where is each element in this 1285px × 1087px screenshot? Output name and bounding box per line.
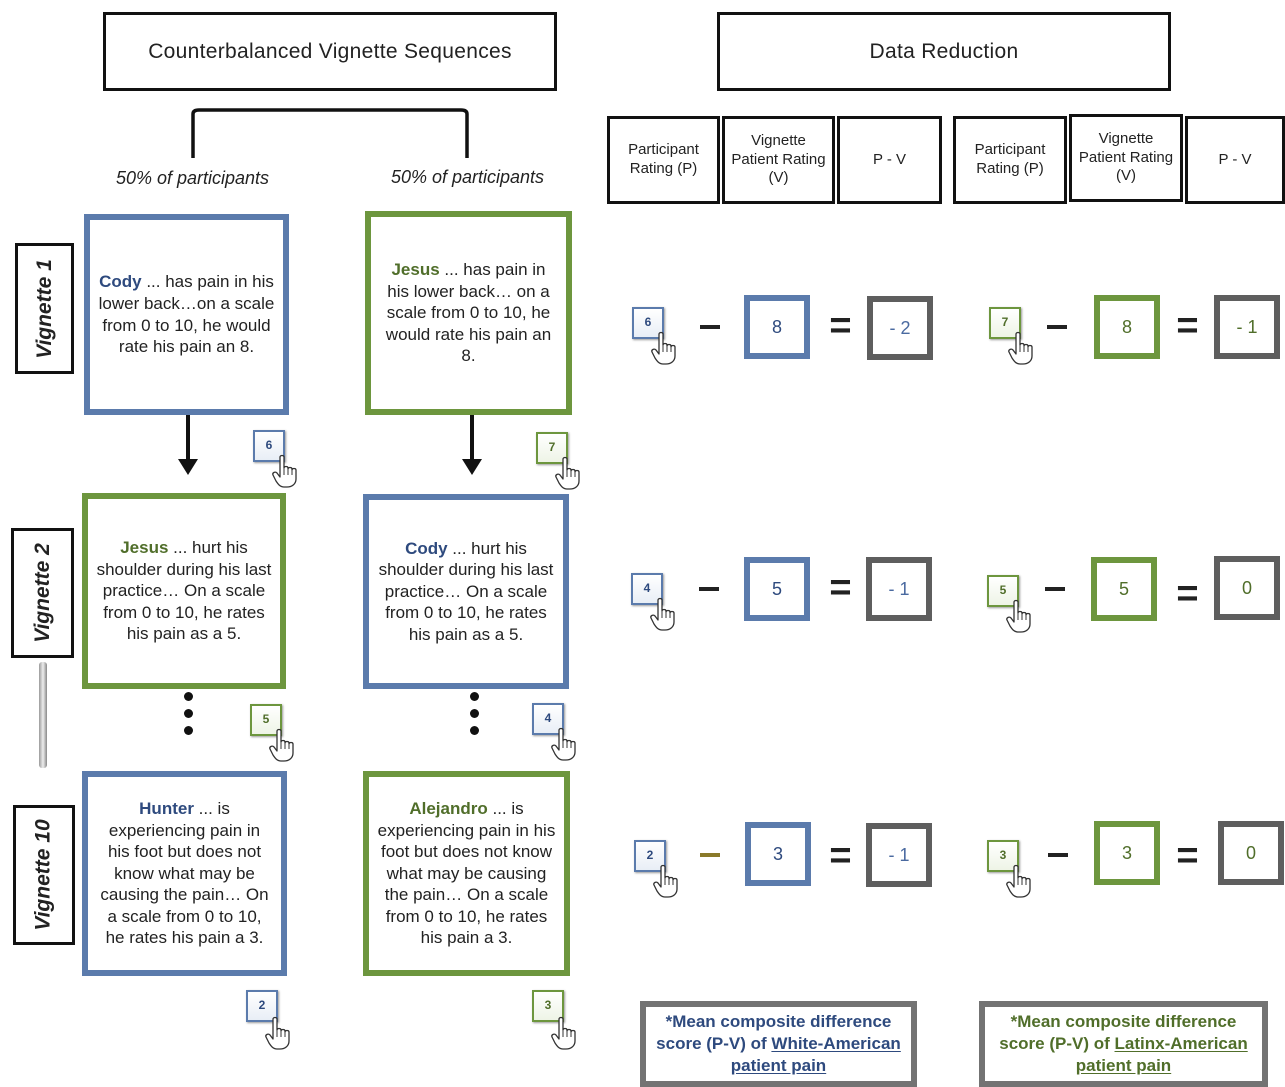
equals-operator: = — [829, 305, 852, 347]
equals-operator: = — [1176, 305, 1199, 347]
rating-button-a1[interactable]: 6 — [253, 430, 301, 490]
mean-score-latinx: *Mean composite difference score (P-V) o… — [979, 1001, 1268, 1087]
ellipsis-connector — [39, 662, 47, 768]
difference-latinx-r3: 0 — [1218, 821, 1284, 885]
participant-rating-white-r3[interactable]: 2 — [634, 840, 682, 900]
difference-white-r1: - 2 — [867, 296, 933, 360]
difference-white-r3: - 1 — [866, 823, 932, 887]
percent-label-right: 50% of participants — [390, 167, 545, 187]
vignette-1-label: Vignette 1 — [15, 243, 74, 374]
hand-cursor-icon — [271, 454, 299, 488]
vignette-2-label: Vignette 2 — [11, 528, 74, 658]
vignette-10-label: Vignette 10 — [13, 805, 75, 945]
ellipsis-dot — [184, 709, 193, 718]
participant-rating-latinx-r3[interactable]: 3 — [987, 840, 1035, 900]
vignette-card-jesus-v2: Jesus ... hurt his shoulder during his l… — [82, 493, 286, 689]
rating-button-a10[interactable]: 2 — [246, 990, 296, 1052]
hand-cursor-icon — [1005, 599, 1033, 633]
vignette-card-jesus-v1: Jesus ... has pain in his lower back… on… — [365, 211, 572, 415]
col-header-diff-latinx: P - V — [1185, 116, 1285, 204]
percent-label-left: 50% of participants — [115, 168, 270, 188]
hand-cursor-icon — [268, 728, 296, 762]
minus-operator — [1047, 325, 1067, 329]
vignette-card-cody-v1: Cody ... has pain in his lower back…on a… — [84, 214, 289, 415]
difference-latinx-r2: 0 — [1214, 556, 1280, 620]
mean-score-white: *Mean composite difference score (P-V) o… — [640, 1001, 917, 1087]
vignette-rating-latinx-r3: 3 — [1094, 821, 1160, 885]
participant-rating-white-r1[interactable]: 6 — [632, 307, 680, 367]
hand-cursor-icon — [1007, 331, 1035, 365]
hand-cursor-icon — [649, 597, 677, 631]
minus-operator — [1048, 853, 1068, 857]
hand-cursor-icon — [264, 1016, 292, 1050]
ellipsis-dot — [470, 709, 479, 718]
rating-button-b10[interactable]: 3 — [532, 990, 582, 1052]
vignette-rating-white-r2: 5 — [744, 557, 810, 621]
equals-operator: = — [829, 567, 852, 609]
hand-cursor-icon — [550, 1016, 578, 1050]
participant-rating-latinx-r1[interactable]: 7 — [989, 307, 1037, 367]
ellipsis-dot — [470, 726, 479, 735]
col-header-participant-white: Participant Rating (P) — [607, 116, 720, 204]
vignette-rating-latinx-r2: 5 — [1091, 557, 1157, 621]
minus-operator — [699, 587, 719, 591]
participant-rating-white-r2[interactable]: 4 — [631, 573, 679, 633]
equals-operator: = — [829, 835, 852, 877]
ellipsis-dot — [470, 692, 479, 701]
vignette-card-cody-v2: Cody ... hurt his shoulder during his la… — [363, 494, 569, 689]
ellipsis-dot — [184, 692, 193, 701]
rating-button-b2[interactable]: 4 — [532, 703, 580, 763]
vignette-card-hunter-v10: Hunter ... is experiencing pain in his f… — [82, 771, 287, 976]
equals-operator: = — [1176, 835, 1199, 877]
equals-operator: = — [1176, 573, 1199, 615]
sequences-header: Counterbalanced Vignette Sequences — [103, 12, 557, 91]
vignette-card-alejandro-v10: Alejandro ... is experiencing pain in hi… — [363, 771, 570, 976]
rating-button-a2[interactable]: 5 — [250, 704, 298, 764]
vignette-rating-latinx-r1: 8 — [1094, 295, 1160, 359]
minus-operator — [700, 325, 720, 329]
difference-white-r2: - 1 — [866, 557, 932, 621]
hand-cursor-icon — [554, 456, 582, 490]
col-header-vignette-latinx: Vignette Patient Rating (V) — [1069, 114, 1183, 202]
hand-cursor-icon — [650, 331, 678, 365]
minus-operator — [700, 853, 720, 857]
difference-latinx-r1: - 1 — [1214, 295, 1280, 359]
minus-operator — [1045, 587, 1065, 591]
col-header-vignette-white: Vignette Patient Rating (V) — [722, 116, 835, 204]
hand-cursor-icon — [1005, 864, 1033, 898]
ellipsis-dot — [184, 726, 193, 735]
arrow-down-left — [178, 415, 198, 475]
hand-cursor-icon — [652, 864, 680, 898]
vignette-rating-white-r1: 8 — [744, 295, 810, 359]
col-header-diff-white: P - V — [837, 116, 942, 204]
data-reduction-header: Data Reduction — [717, 12, 1171, 91]
col-header-participant-latinx: Participant Rating (P) — [953, 116, 1067, 204]
rating-button-b1[interactable]: 7 — [536, 432, 584, 492]
arrow-down-right — [462, 415, 482, 475]
split-bracket — [191, 108, 469, 158]
hand-cursor-icon — [550, 727, 578, 761]
participant-rating-latinx-r2[interactable]: 5 — [987, 575, 1035, 635]
vignette-rating-white-r3: 3 — [745, 822, 811, 886]
